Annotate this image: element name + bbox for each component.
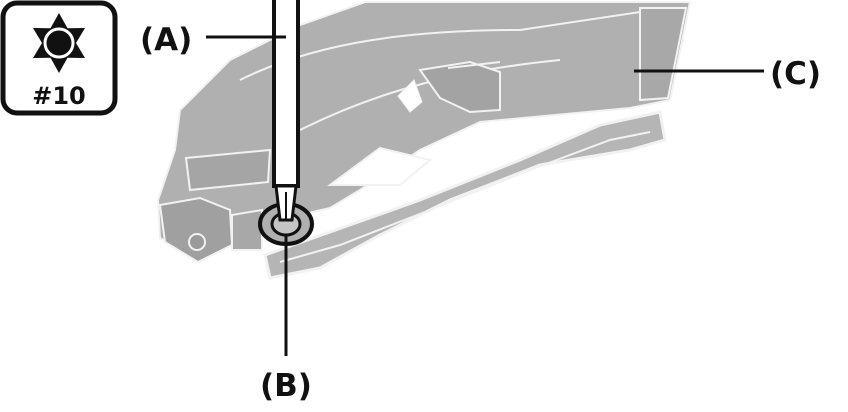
callout-label-b: (B) [260, 368, 312, 404]
torx-size-label: #10 [32, 82, 86, 110]
guide-plate [263, 110, 667, 280]
tool-size-badge: #10 [0, 0, 118, 116]
callout-label-c: (C) [770, 56, 821, 92]
torx-driver [272, 0, 300, 222]
callout-label-a: (A) [140, 22, 192, 58]
torx-star-icon [33, 13, 85, 73]
